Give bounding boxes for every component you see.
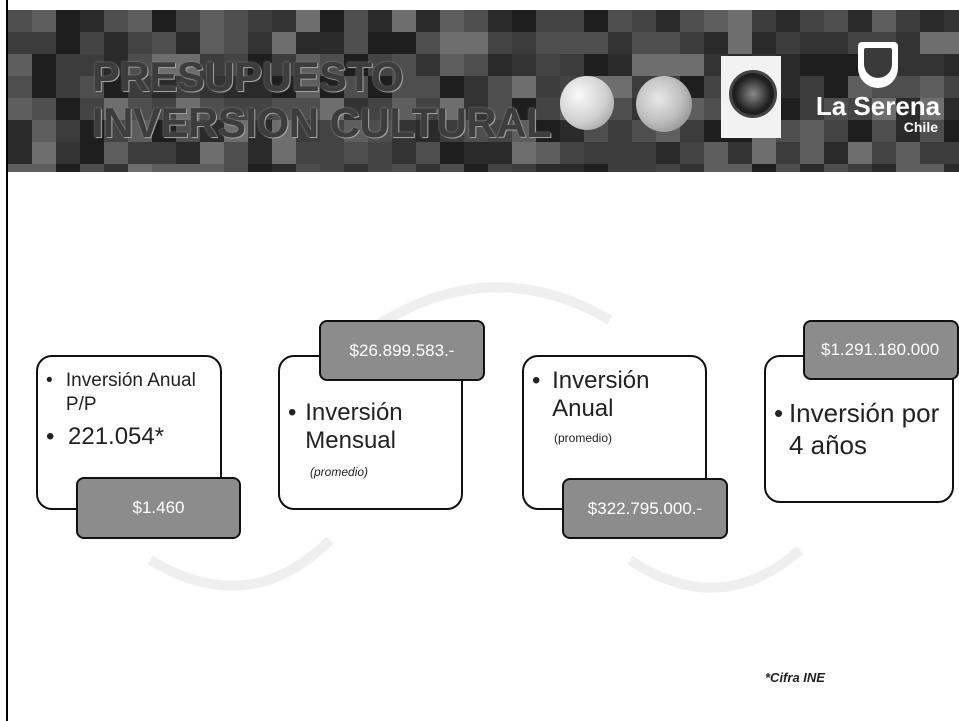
flag-emblem-icon — [560, 76, 614, 130]
card-1-amount-tag: $1.460 — [76, 477, 241, 539]
footnote: *Cifra INE — [765, 670, 825, 685]
card-2-amount-tag: $26.899.583.- — [319, 320, 485, 381]
title-line-1: PRESUPUESTO — [92, 53, 404, 100]
title-line-2: INVERSION CULTURAL — [92, 99, 552, 146]
slide-border-left — [6, 0, 8, 721]
page-title: PRESUPUESTO INVERSION CULTURAL — [92, 53, 552, 146]
card-4-amount-tag: $1.291.180.000 — [803, 320, 959, 380]
card-1-bullet-1: Inversión Anual P/P — [65, 370, 196, 415]
card-3-sub: (promedio) — [554, 431, 613, 445]
header-banner: PRESUPUESTO INVERSION CULTURAL La Serena… — [8, 10, 959, 172]
castle-shield-icon — [858, 42, 898, 88]
card-3-amount-tag: $322.795.000.- — [562, 478, 728, 539]
card-2-sub: promedio — [314, 465, 365, 479]
seal-logo — [721, 56, 781, 138]
card-1-bullet-2: 221.054* — [68, 423, 165, 450]
seal-icon — [729, 70, 777, 118]
brand-logo: La Serena Chile — [808, 42, 948, 162]
mosaic-background — [8, 10, 959, 172]
card-four-year-investment: • Inversión por 4 años — [764, 355, 954, 503]
card-4-bullet: Inversión por 4 años — [788, 398, 940, 460]
card-3-bullet: Inversión Anual — [552, 367, 650, 422]
brand-name: La Serena — [815, 91, 941, 121]
municipal-emblem-icon — [636, 76, 692, 132]
card-2-bullet: Inversión Mensual — [305, 399, 403, 454]
brand-subtitle: Chile — [903, 119, 938, 135]
